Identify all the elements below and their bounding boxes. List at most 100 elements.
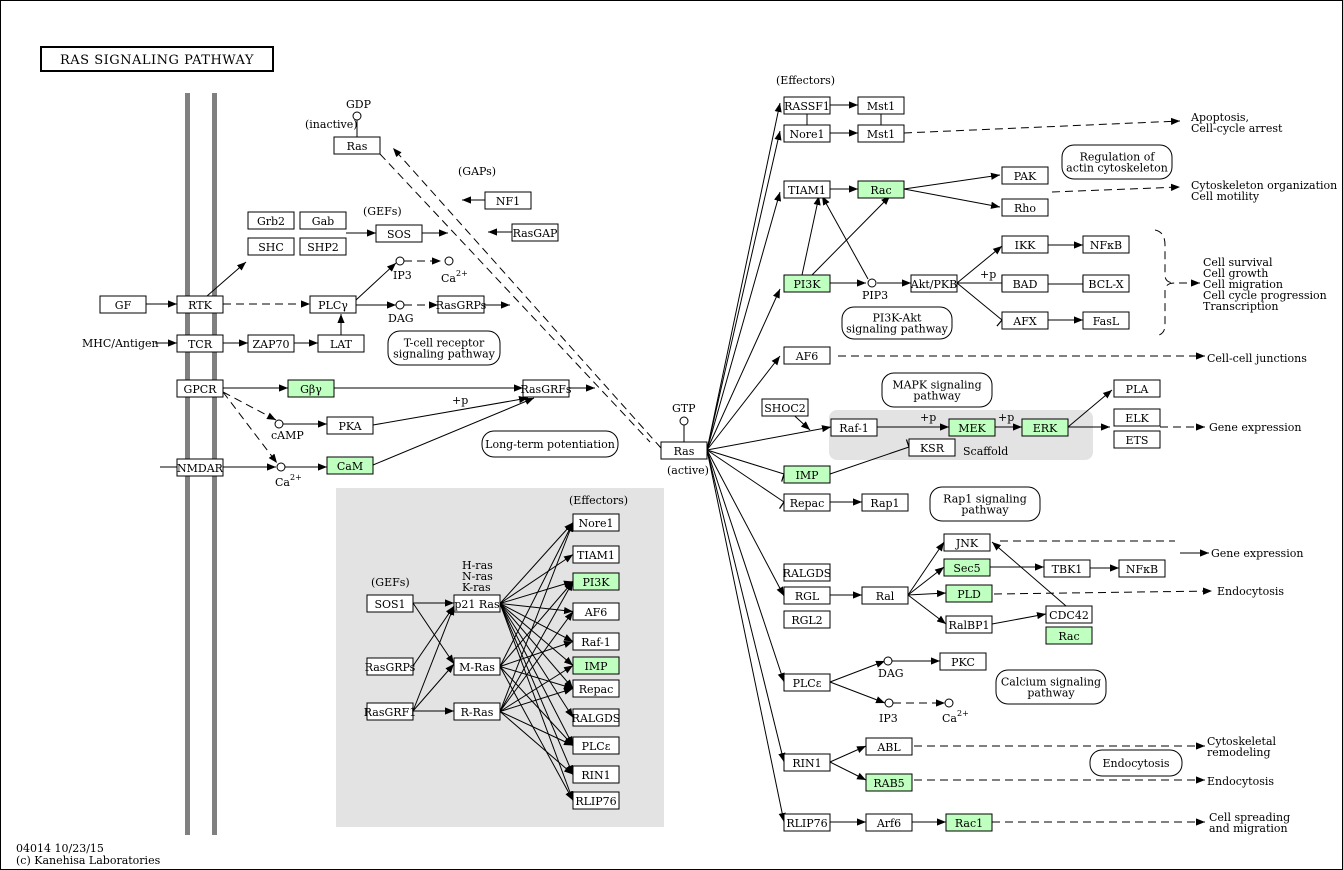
- gene-node-e-plce[interactable]: PLCε: [572, 736, 620, 755]
- gene-node-elk[interactable]: ELK: [1113, 408, 1161, 427]
- gene-node-ets[interactable]: ETS: [1113, 430, 1161, 449]
- gene-node-tiam1[interactable]: TIAM1: [783, 180, 831, 199]
- compound-gtp-icon[interactable]: [679, 416, 689, 426]
- gene-node-rlip76[interactable]: RLIP76: [783, 813, 831, 832]
- gene-node-akt[interactable]: Akt/PKB: [910, 274, 958, 293]
- compound-cab-icon[interactable]: [944, 698, 954, 708]
- gene-node-nmdar[interactable]: NMDAR: [176, 458, 224, 477]
- gene-node-gf[interactable]: GF: [99, 295, 147, 314]
- gene-node-rab5[interactable]: RAB5: [865, 773, 913, 792]
- gene-node-rasgrps-box[interactable]: RasGRPs: [365, 657, 416, 676]
- gene-node-ral[interactable]: Ral: [861, 586, 909, 605]
- gene-node-gbg[interactable]: Gβγ: [287, 379, 335, 398]
- gene-node-e-pi3k[interactable]: PI3K: [572, 572, 620, 591]
- gene-node-rgl[interactable]: RGL: [783, 586, 831, 605]
- gene-node-rho[interactable]: Rho: [1001, 198, 1049, 217]
- compound-ip3b-icon[interactable]: [884, 698, 894, 708]
- gene-node-nfkb-bot[interactable]: NFκB: [1118, 559, 1166, 578]
- gene-node-afx[interactable]: AFX: [1001, 311, 1049, 330]
- gene-node-repac[interactable]: Repac: [783, 493, 831, 512]
- gene-node-sos[interactable]: SOS: [375, 224, 423, 243]
- compound-ca2-icon[interactable]: [276, 462, 286, 472]
- gene-node-plce[interactable]: PLCε: [783, 673, 831, 692]
- gene-node-nore1[interactable]: Nore1: [783, 124, 831, 143]
- compound-gdp-icon[interactable]: [352, 111, 362, 121]
- gene-node-rac-top[interactable]: Rac: [857, 180, 905, 199]
- gene-node-e-rin1[interactable]: RIN1: [572, 765, 620, 784]
- gene-node-rasgap[interactable]: RasGAP: [511, 223, 559, 242]
- gene-node-rac1[interactable]: Rac1: [945, 813, 993, 832]
- gene-node-lat[interactable]: LAT: [317, 334, 365, 353]
- gene-node-rasgrf1[interactable]: RasGRF1: [364, 702, 416, 721]
- gene-node-bad[interactable]: BAD: [1001, 274, 1049, 293]
- gene-node-nfkb-top[interactable]: NFκB: [1082, 235, 1130, 254]
- gene-node-erk[interactable]: ERK: [1021, 418, 1069, 437]
- compound-pip3-icon[interactable]: [867, 278, 877, 288]
- gene-node-e-nore1[interactable]: Nore1: [572, 513, 620, 532]
- gene-node-ksr[interactable]: KSR: [908, 438, 956, 457]
- gene-node-p21ras[interactable]: p21 Ras: [453, 594, 501, 613]
- gene-node-nf1[interactable]: NF1: [484, 191, 532, 210]
- gene-node-pkc[interactable]: PKC: [939, 652, 987, 671]
- gene-node-zap70[interactable]: ZAP70: [247, 334, 295, 353]
- pathway-link-ltp-path[interactable]: Long-term potentiation: [481, 430, 619, 458]
- gene-node-cdc42[interactable]: CDC42: [1045, 605, 1093, 624]
- gene-node-shp2[interactable]: SHP2: [299, 237, 347, 256]
- gene-node-ralgds[interactable]: RALGDS: [783, 563, 832, 582]
- gene-node-mras[interactable]: M-Ras: [453, 657, 501, 676]
- gene-node-tcr[interactable]: TCR: [176, 334, 224, 353]
- gene-node-e-raf1[interactable]: Raf-1: [572, 632, 620, 651]
- gene-node-pi3k[interactable]: PI3K: [783, 274, 831, 293]
- gene-node-rtk[interactable]: RTK: [176, 295, 224, 314]
- gene-node-rasgrps-top[interactable]: RasGRPs: [436, 295, 487, 314]
- gene-node-ralbp1[interactable]: RalBP1: [945, 615, 993, 634]
- gene-node-sec5[interactable]: Sec5: [943, 558, 991, 577]
- gene-node-mek[interactable]: MEK: [948, 418, 996, 437]
- gene-node-arf6[interactable]: Arf6: [865, 813, 913, 832]
- gene-node-imp[interactable]: IMP: [783, 465, 831, 484]
- compound-dagt-icon[interactable]: [395, 300, 405, 310]
- gene-node-abl[interactable]: ABL: [865, 737, 913, 756]
- gene-node-pka[interactable]: PKA: [326, 416, 374, 435]
- compound-ip3t-icon[interactable]: [395, 256, 405, 266]
- gene-node-jnk[interactable]: JNK: [943, 533, 991, 552]
- gene-node-raf1[interactable]: Raf-1: [830, 418, 878, 437]
- gene-node-e-ralgds[interactable]: RALGDS: [572, 708, 621, 727]
- gene-node-shc[interactable]: SHC: [247, 237, 295, 256]
- gene-node-mst1b[interactable]: Mst1: [857, 124, 905, 143]
- gene-node-af6[interactable]: AF6: [783, 346, 831, 365]
- gene-node-bclx[interactable]: BCL-X: [1082, 274, 1130, 293]
- gene-node-rap1[interactable]: Rap1: [861, 493, 909, 512]
- gene-node-cam[interactable]: CaM: [326, 456, 374, 475]
- gene-node-fasl[interactable]: FasL: [1082, 311, 1130, 330]
- gene-node-rac-mid[interactable]: Rac: [1045, 626, 1093, 645]
- compound-camp-icon[interactable]: [274, 419, 284, 429]
- gene-node-pld[interactable]: PLD: [945, 584, 993, 603]
- gene-node-shoc2[interactable]: SHOC2: [761, 398, 809, 417]
- gene-node-pak[interactable]: PAK: [1001, 166, 1049, 185]
- gene-node-grb2[interactable]: Grb2: [247, 211, 295, 230]
- gene-node-ikk[interactable]: IKK: [1001, 235, 1049, 254]
- gene-node-e-repac[interactable]: Repac: [572, 679, 620, 698]
- gene-node-rgl2[interactable]: RGL2: [783, 610, 831, 629]
- gene-node-tbk1[interactable]: TBK1: [1043, 559, 1091, 578]
- gene-node-e-rlip76[interactable]: RLIP76: [572, 791, 620, 810]
- gene-node-pla[interactable]: PLA: [1113, 379, 1161, 398]
- pathway-link-endo-path[interactable]: Endocytosis: [1089, 749, 1183, 777]
- gene-node-plcg[interactable]: PLCγ: [309, 295, 357, 314]
- gene-node-ras-active[interactable]: Ras: [660, 441, 708, 460]
- compound-cat-icon[interactable]: [444, 256, 454, 266]
- gene-node-gab[interactable]: Gab: [299, 211, 347, 230]
- gene-node-rassf1[interactable]: RASSF1: [783, 96, 831, 115]
- compound-dagb-icon[interactable]: [883, 656, 893, 666]
- gene-node-rin1[interactable]: RIN1: [783, 753, 831, 772]
- gene-node-ras-inactive[interactable]: Ras: [333, 136, 381, 155]
- gene-node-sos1[interactable]: SOS1: [366, 594, 414, 613]
- gene-node-mst1a[interactable]: Mst1: [857, 96, 905, 115]
- gene-node-gpcr[interactable]: GPCR: [176, 379, 224, 398]
